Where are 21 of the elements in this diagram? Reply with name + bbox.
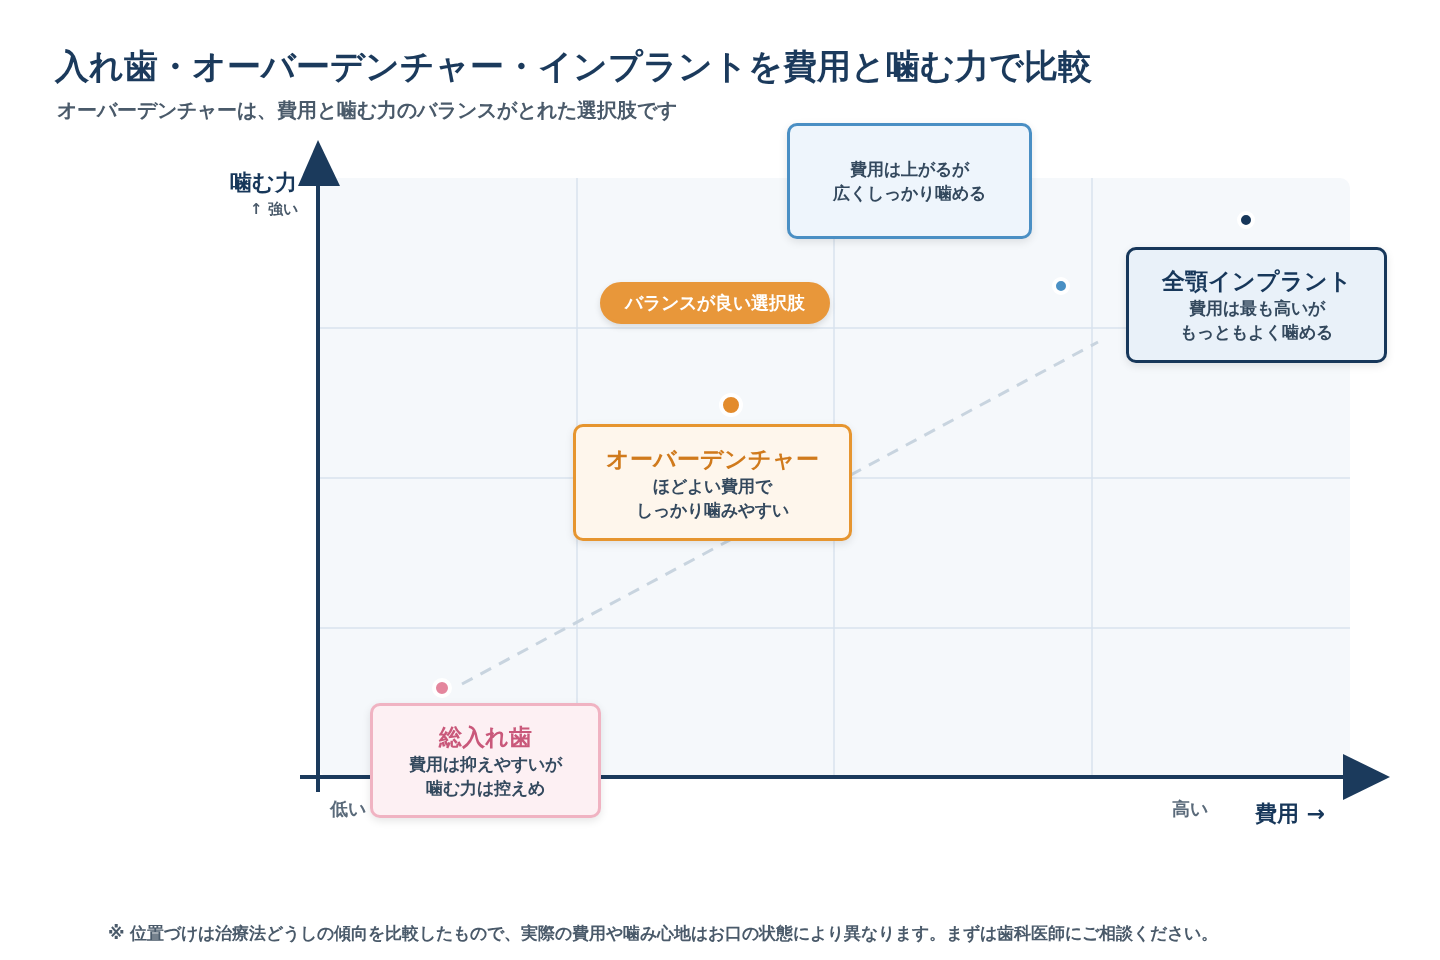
box-text: 費用は上がるが広くしっかり噛める bbox=[832, 158, 987, 205]
title: 入れ歯・オーバーデンチャー・インプラントを費用と噛む力で比較 bbox=[55, 45, 1092, 88]
box-text: 費用は最も高いがもっともよく噛める bbox=[1179, 297, 1334, 344]
axis-note: 低い bbox=[330, 797, 366, 821]
box-heading: オーバーデンチャー bbox=[606, 444, 819, 474]
box-heading: 総入れ歯 bbox=[439, 722, 532, 752]
info-box bbox=[1126, 247, 1387, 363]
box-text: ほどよい費用でしっかり噛みやすい bbox=[635, 474, 790, 522]
box-text: 費用は抑えやすいが噛む力は控えめ bbox=[408, 752, 564, 800]
axis-label: 噛む力 bbox=[230, 169, 297, 197]
info-box bbox=[573, 424, 852, 541]
callout-badge bbox=[600, 282, 830, 324]
info-box bbox=[370, 703, 601, 818]
axis-note: ↑ 強い bbox=[250, 200, 298, 219]
box-heading: 全顎インプラント bbox=[1161, 267, 1352, 296]
info-box bbox=[787, 123, 1032, 239]
axis-note: 高い bbox=[1172, 797, 1208, 821]
subtitle: オーバーデンチャーは、費用と噛む力のバランスがとれた選択肢です bbox=[57, 97, 677, 124]
footnote: ※ 位置づけは治療法どうしの傾向を比較したもので、実際の費用や噛み心地はお口の状態により異なります。まずは歯科医師にご相談ください。 bbox=[108, 922, 1219, 945]
badge-text: バランスが良い選択肢 bbox=[625, 291, 805, 315]
axis-label: 費用 → bbox=[1255, 800, 1326, 828]
